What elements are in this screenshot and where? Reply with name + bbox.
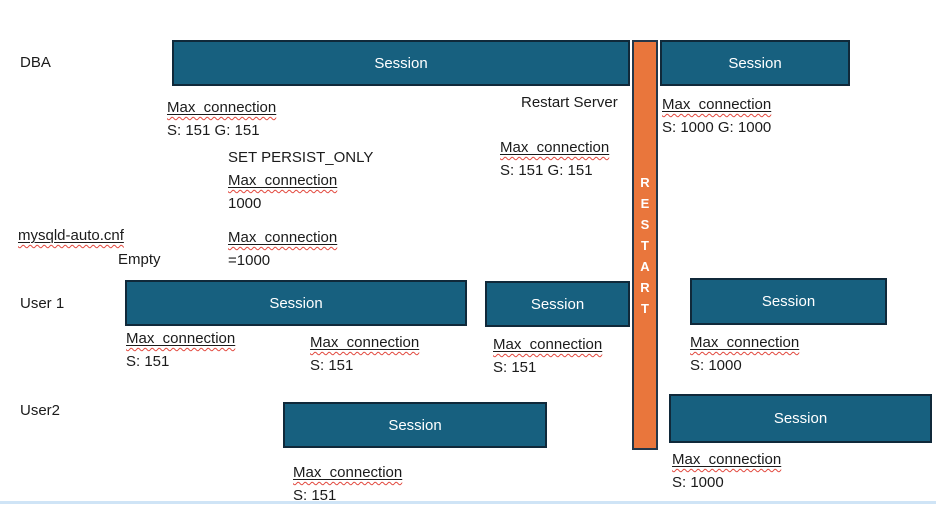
annotation-user1-session3: Max_connection S: 1000 xyxy=(690,331,799,377)
session-bar-user1-first: Session xyxy=(125,280,467,326)
max-connection-value: S: 151 G: 151 xyxy=(500,162,593,179)
annotation-dba-initial: Max_connection S: 151 G: 151 xyxy=(167,96,276,142)
annotation-user1-session2: Max_connection S: 151 xyxy=(493,333,602,379)
max-connection-title: Max_connection xyxy=(493,336,603,353)
annotation-dba-before-restart: Max_connection S: 151 G: 151 xyxy=(500,136,609,182)
session-bar-label: Session xyxy=(530,295,585,313)
session-bar-user2-after-restart: Session xyxy=(669,394,932,443)
max-connection-title: Max_connection xyxy=(167,99,277,116)
max-connection-title: Max_connection xyxy=(126,330,236,347)
max-connection-value: S: 151 xyxy=(293,487,337,504)
session-bar-dba-after-restart: Session xyxy=(660,40,850,86)
annotation-cnf-value: Max_connection =1000 xyxy=(228,226,337,272)
max-connection-title: Max_connection xyxy=(228,229,338,246)
annotation-dba-after-restart: Max_connection S: 1000 G: 1000 xyxy=(662,93,771,139)
max-connection-title: Max_connection xyxy=(310,334,420,351)
restart-letter: R xyxy=(640,279,650,295)
session-bar-user2-before-restart: Session xyxy=(283,402,547,448)
session-bar-label: Session xyxy=(374,54,428,72)
max-connection-title: Max_connection xyxy=(500,139,610,156)
max-connection-value: =1000 xyxy=(228,252,271,269)
annotation-user2-session2: Max_connection S: 1000 xyxy=(672,448,781,494)
bottom-divider xyxy=(0,501,936,504)
session-bar-user1-after-restart: Session xyxy=(690,278,887,325)
max-connection-title: Max_connection xyxy=(662,96,772,113)
restart-letter: T xyxy=(641,237,649,253)
row-label-user2: User2 xyxy=(20,402,61,419)
annotation-user1-session1-start: Max_connection S: 151 xyxy=(126,327,235,373)
max-connection-title: Max_connection xyxy=(672,451,782,468)
restart-letter: T xyxy=(641,300,649,316)
max-connection-title: Max_connection xyxy=(690,334,800,351)
max-connection-title: Max_connection xyxy=(228,172,338,189)
restart-letter: S xyxy=(640,216,650,232)
annotation-set-persist: SET PERSIST_ONLY Max_connection 1000 xyxy=(228,146,373,215)
annotation-user2-session1: Max_connection S: 151 xyxy=(293,461,402,507)
row-label-dba: DBA xyxy=(20,54,51,71)
max-connection-title: Max_connection xyxy=(293,464,403,481)
annotation-user1-session1-after-set: Max_connection S: 151 xyxy=(310,331,419,377)
cnf-file-state: Empty xyxy=(118,251,161,268)
max-connection-value: S: 151 xyxy=(126,353,170,370)
restart-bar: R E S T A R T xyxy=(632,40,658,450)
session-bar-label: Session xyxy=(761,293,816,310)
session-bar-label: Session xyxy=(728,54,782,72)
max-connection-value: S: 151 xyxy=(493,359,537,376)
max-connection-value: S: 151 G: 151 xyxy=(167,122,260,139)
max-connection-value: S: 1000 xyxy=(672,474,724,491)
restart-server-label: Restart Server xyxy=(521,94,618,111)
restart-letter: A xyxy=(640,258,650,274)
max-connection-value: S: 1000 xyxy=(690,357,742,374)
max-connection-value: S: 151 xyxy=(310,357,354,374)
session-bar-user1-second: Session xyxy=(485,281,630,327)
session-bar-dba-before-restart: Session xyxy=(172,40,630,86)
row-label-user1: User 1 xyxy=(20,295,65,312)
max-connection-value: S: 1000 G: 1000 xyxy=(662,119,772,136)
session-bar-label: Session xyxy=(773,410,828,427)
session-bar-label: Session xyxy=(388,416,442,434)
cnf-file-name: mysqld-auto.cnf xyxy=(18,227,124,244)
set-persist-command: SET PERSIST_ONLY xyxy=(228,149,374,166)
restart-letter: E xyxy=(640,195,650,211)
set-persist-value: 1000 xyxy=(228,195,262,212)
restart-letter: R xyxy=(640,174,650,190)
session-bar-label: Session xyxy=(269,294,323,312)
